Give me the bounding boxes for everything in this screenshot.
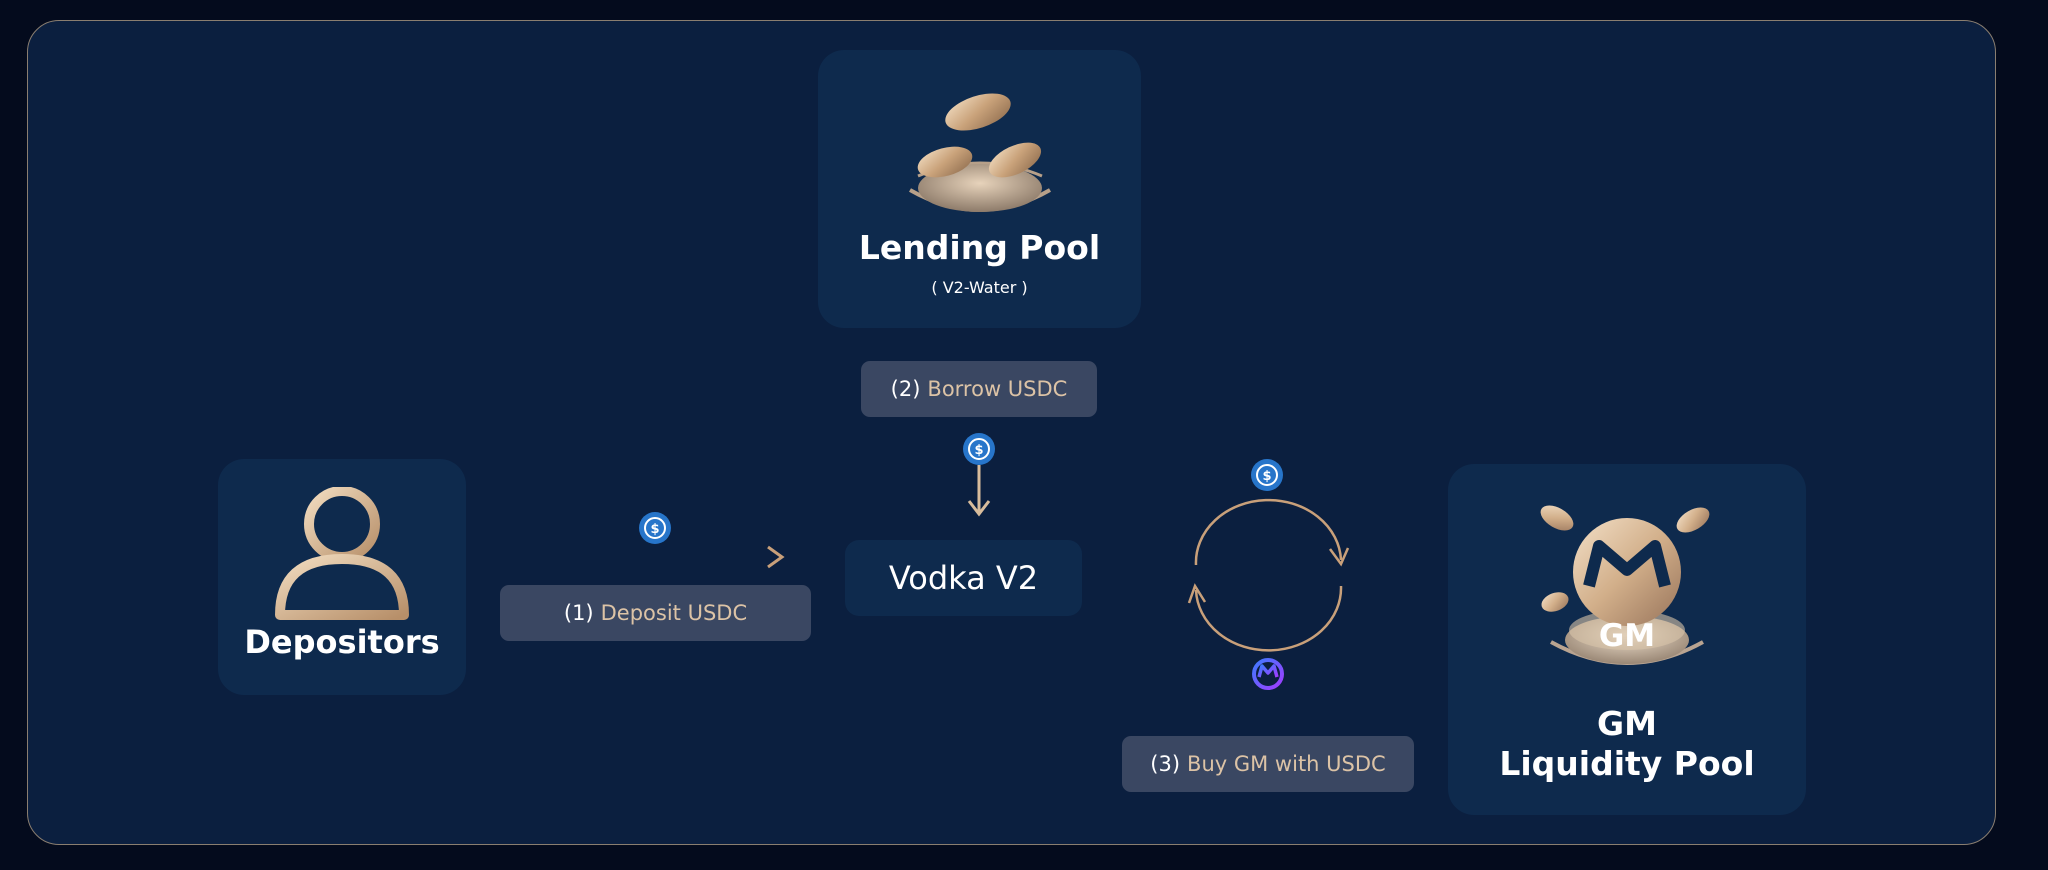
buy-step-label: (3) Buy GM with USDC	[1122, 736, 1414, 792]
vodka-v2-title: Vodka V2	[888, 559, 1039, 597]
lending-pool-title: Lending Pool	[858, 228, 1101, 267]
depositors-title: Depositors	[244, 623, 440, 661]
swap-cycle-arrows	[1187, 498, 1350, 652]
lending-pool-card: Lending Pool ( V2-Water )	[818, 50, 1141, 328]
deposit-arrow	[529, 545, 785, 569]
deposit-step-number: (1)	[563, 601, 594, 625]
coins-pile-icon	[909, 93, 1051, 212]
lending-pool-subtitle: ( V2-Water )	[931, 278, 1028, 297]
svg-text:$: $	[650, 522, 659, 537]
usdc-coin-icon: $	[963, 433, 995, 465]
deposit-step-text: Deposit USDC	[600, 601, 748, 625]
borrow-step-number: (2)	[890, 377, 921, 401]
usdc-coin-icon: $	[1251, 459, 1283, 491]
gm-pool-title-line1: GM	[1597, 704, 1657, 743]
gm-pool-logo-text: GM	[1598, 618, 1656, 654]
depositors-card: Depositors	[218, 459, 466, 695]
usdc-coin-icon: $	[639, 512, 671, 544]
gm-pool-icon	[1540, 505, 1710, 665]
gm-pool-title-line2: Liquidity Pool	[1499, 744, 1755, 783]
buy-step-text: Buy GM with USDC	[1187, 752, 1386, 776]
gm-liquidity-pool-card: GM GM Liquidity Pool	[1448, 464, 1806, 815]
svg-text:$: $	[1262, 469, 1271, 484]
borrow-step-text: Borrow USDC	[927, 377, 1068, 401]
buy-step-number: (3)	[1150, 752, 1181, 776]
vodka-v2-card: Vodka V2	[845, 540, 1082, 616]
gmx-logo-icon	[1252, 658, 1284, 690]
person-icon	[275, 487, 409, 620]
svg-text:$: $	[974, 443, 983, 458]
deposit-step-label: (1) Deposit USDC	[500, 585, 811, 641]
borrow-step-label: (2) Borrow USDC	[861, 361, 1097, 417]
borrow-arrow	[967, 465, 991, 517]
